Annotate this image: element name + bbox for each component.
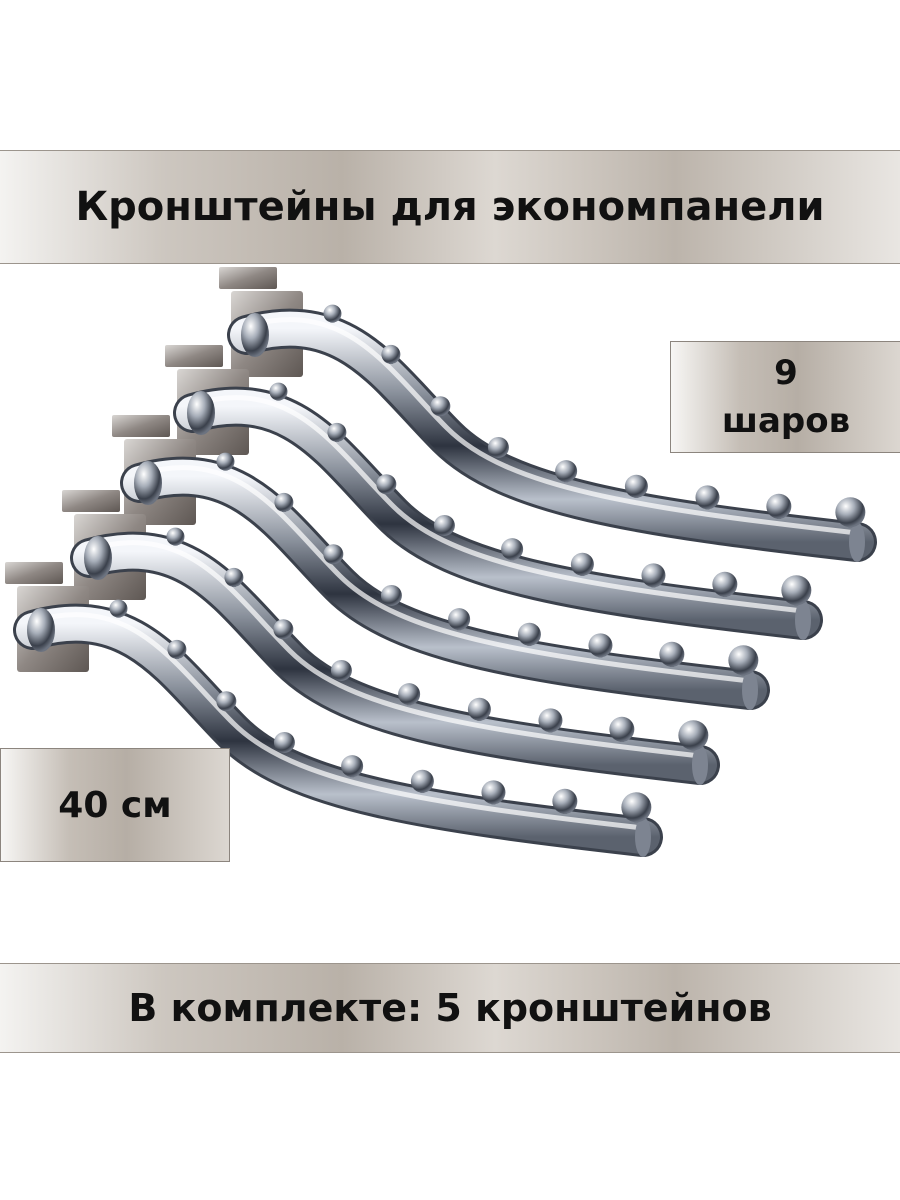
- balls-count-label: шаров: [721, 401, 851, 441]
- bracket-ball: [323, 544, 344, 565]
- bracket-ball: [433, 514, 455, 536]
- bracket-collar: [84, 536, 112, 580]
- bracket-ball: [448, 608, 471, 631]
- bracket-bar-highlight: [139, 465, 751, 684]
- bracket-end-cap: [692, 745, 708, 785]
- bracket-hook-plate: [165, 345, 223, 367]
- bracket-bar: [73, 534, 717, 782]
- bracket-end-cap: [635, 817, 651, 857]
- bracket-ball: [341, 755, 364, 778]
- balls-count-badge: 9 шаров: [670, 341, 900, 453]
- bracket-ball: [323, 304, 342, 323]
- set-contents-text: В комплекте: 5 кронштейнов: [128, 986, 772, 1030]
- bracket-ball: [501, 538, 524, 561]
- bracket-hook-plate: [5, 562, 63, 584]
- bracket-ball: [678, 720, 709, 751]
- bracket-ball: [380, 584, 402, 606]
- bracket: [219, 267, 877, 562]
- bracket-ball: [330, 659, 352, 681]
- bracket-ball: [552, 788, 578, 814]
- balls-count-number: 9: [774, 353, 798, 393]
- bracket: [62, 490, 720, 785]
- bracket-ball: [570, 552, 594, 576]
- bracket-ball: [728, 645, 759, 676]
- bracket: [165, 345, 823, 640]
- bracket-ball: [555, 460, 578, 483]
- bracket: [5, 562, 663, 857]
- bracket-ball: [376, 474, 397, 495]
- bracket-ball: [224, 567, 244, 587]
- bracket-ball: [410, 769, 434, 793]
- bracket-ball: [835, 497, 866, 528]
- bracket-ball: [167, 639, 187, 659]
- bracket-ball: [216, 452, 235, 471]
- bracket-ball: [327, 422, 347, 442]
- bracket-ball: [216, 691, 237, 712]
- bracket-ball: [588, 633, 613, 658]
- bracket-ball: [273, 731, 295, 753]
- bracket-ball: [517, 622, 541, 646]
- bracket-ball: [166, 527, 185, 546]
- bracket-ball: [109, 599, 128, 618]
- bracket-bar: [123, 459, 767, 707]
- bracket-ball: [381, 344, 401, 364]
- bracket-bar: [16, 606, 660, 854]
- bracket-bar-highlight: [246, 317, 858, 536]
- bracket-bar-highlight: [89, 540, 701, 759]
- bracket-end-cap: [795, 600, 811, 640]
- bracket-ball: [269, 382, 288, 401]
- bracket-bar-highlight: [192, 395, 804, 614]
- length-badge: 40 см: [0, 748, 230, 862]
- bracket-ball: [487, 436, 509, 458]
- bracket-ball: [781, 575, 812, 606]
- bracket-bar-highlight: [32, 612, 644, 831]
- bracket-hook-plate: [62, 490, 120, 512]
- bracket-end-cap: [849, 522, 865, 562]
- length-label: 40 см: [58, 784, 172, 826]
- bracket-collar: [27, 608, 55, 652]
- bracket-hook-plate: [219, 267, 277, 289]
- footer-banner: В комплекте: 5 кронштейнов: [0, 963, 900, 1053]
- bracket-ball: [273, 619, 294, 640]
- bracket-ball: [659, 641, 685, 667]
- bracket-ball: [609, 716, 635, 742]
- bracket-ball: [624, 474, 648, 498]
- bracket-collar: [134, 461, 162, 505]
- bracket-bar: [176, 389, 820, 637]
- bracket-ball: [695, 485, 720, 510]
- bracket-bar: [230, 311, 874, 559]
- bracket-ball: [467, 697, 491, 721]
- bracket-ball: [621, 792, 652, 823]
- bracket-ball: [274, 492, 294, 512]
- bracket-ball: [712, 571, 738, 597]
- bracket-collar: [241, 313, 269, 357]
- title-banner: Кронштейны для экономпанели: [0, 150, 900, 264]
- bracket-ball: [538, 708, 563, 733]
- bracket-ball: [766, 493, 792, 519]
- bracket: [112, 415, 770, 710]
- bracket-ball: [481, 780, 506, 805]
- bracket-ball: [641, 563, 666, 588]
- page-title: Кронштейны для экономпанели: [75, 184, 825, 230]
- bracket-collar: [187, 391, 215, 435]
- bracket-end-cap: [742, 670, 758, 710]
- bracket-ball: [430, 396, 451, 417]
- bracket-ball: [398, 683, 421, 706]
- bracket-hook-plate: [112, 415, 170, 437]
